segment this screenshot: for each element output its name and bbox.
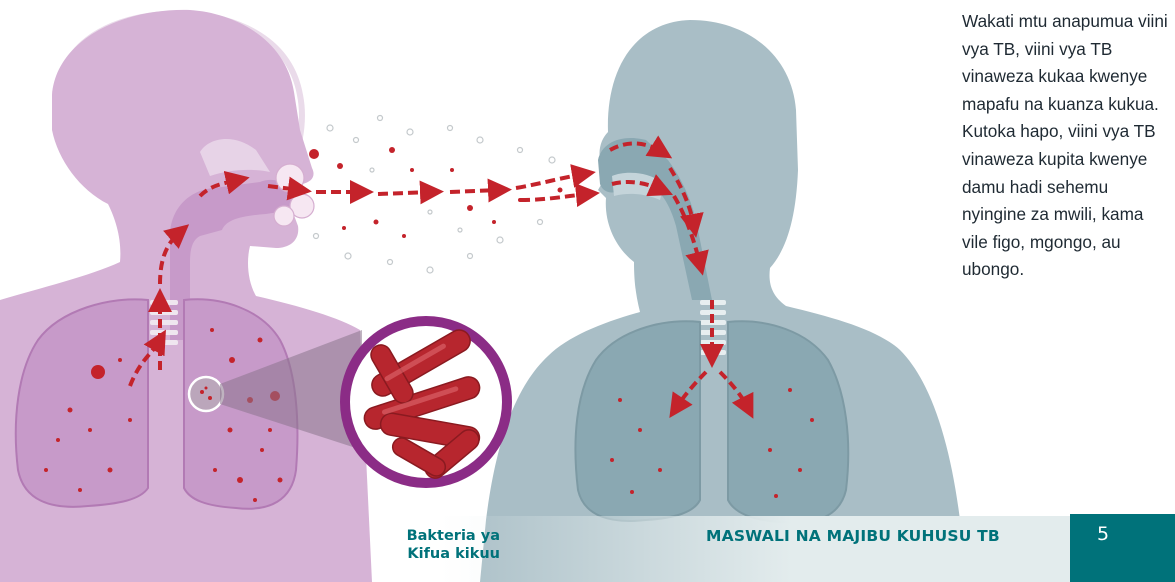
magnified-spot [189,377,223,411]
bacteria-label-line1: Bakteria ya [372,527,500,545]
bacteria-label-line2: Kifua kikuu [372,545,500,563]
infected-person [0,10,372,582]
droplet-cloud [268,116,588,274]
page-number: 5 [1097,523,1109,545]
footer-bar [440,516,1080,582]
healthy-person [480,20,964,582]
page-number-box [1070,514,1175,582]
bacteria-label: Bakteria ya Kifua kikuu [372,527,500,563]
tb-bacteria-magnified [345,321,507,483]
description-paragraph: Wakati mtu anapumua viini vya TB, viini … [962,8,1172,284]
footer-title: MASWALI NA MAJIBU KUHUSU TB [706,527,1000,545]
